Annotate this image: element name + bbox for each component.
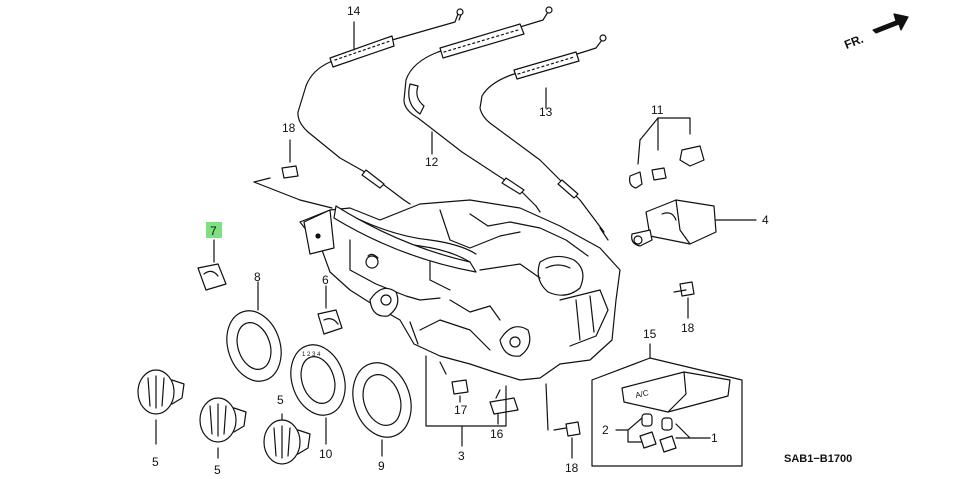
- front-marker-label: FR.: [842, 32, 865, 52]
- part-8-dial-ring: [226, 281, 282, 382]
- callout-3: 3: [458, 449, 465, 463]
- callout-17: 17: [454, 403, 468, 417]
- part-5-knob-right: [263, 413, 311, 465]
- front-arrow-icon: [872, 13, 909, 34]
- part-9-dial-ring: [352, 362, 412, 457]
- part-7-indicator: [197, 239, 227, 291]
- callout-5-left: 5: [152, 455, 159, 469]
- control-cables: [297, 6, 609, 241]
- callout-15: 15: [643, 327, 657, 341]
- screw-18-right: [673, 281, 695, 319]
- part-3-leader: [425, 355, 507, 447]
- screw-18-bottom: [545, 383, 581, 459]
- screw-18-top: [253, 139, 333, 209]
- callout-8: 8: [254, 270, 261, 284]
- callout-13: 13: [539, 105, 553, 119]
- part-16-clip: [489, 389, 519, 425]
- part-4-switch: [631, 199, 757, 247]
- callout-6: 6: [322, 273, 329, 287]
- callout-5-middle: 5: [214, 463, 221, 477]
- callout-18-bottom: 18: [565, 461, 579, 475]
- callout-1: 1: [711, 431, 718, 445]
- diagram-code: SAB1−B1700: [784, 453, 852, 465]
- dial-markings: 1 2 3 4: [302, 352, 321, 358]
- front-direction-marker: FR.: [842, 13, 909, 52]
- ac-button-label: A/C: [635, 388, 650, 400]
- callout-labels: 14 13 12 11 4 18 18 18 7 8 6 15 2 1 17 1…: [152, 4, 769, 477]
- callout-11: 11: [651, 103, 664, 117]
- callout-16: 16: [490, 427, 504, 441]
- part-10-dial-ring: 1 2 3 4: [290, 344, 346, 445]
- callout-4: 4: [762, 213, 769, 227]
- part-5-knob-left: [137, 369, 185, 445]
- heater-control-body: [299, 199, 621, 381]
- callout-18-right: 18: [681, 321, 695, 335]
- callout-9: 9: [378, 459, 385, 473]
- callout-2: 2: [602, 423, 609, 437]
- part-6-indicator: [317, 285, 343, 335]
- callout-7: 7: [210, 224, 217, 238]
- callout-5-right: 5: [277, 393, 284, 407]
- callout-10: 10: [319, 447, 333, 461]
- leader-lines: [353, 21, 547, 155]
- part-17-clip: [439, 361, 469, 403]
- callout-18-top: 18: [282, 121, 296, 135]
- part-5-knob-middle: [199, 397, 247, 459]
- callout-14: 14: [347, 4, 361, 18]
- callout-12: 12: [425, 155, 439, 169]
- callout-7-highlight: [206, 222, 222, 238]
- part-15-ac-switch-panel: A/C: [591, 343, 743, 467]
- part-11-bulbs: [629, 117, 705, 189]
